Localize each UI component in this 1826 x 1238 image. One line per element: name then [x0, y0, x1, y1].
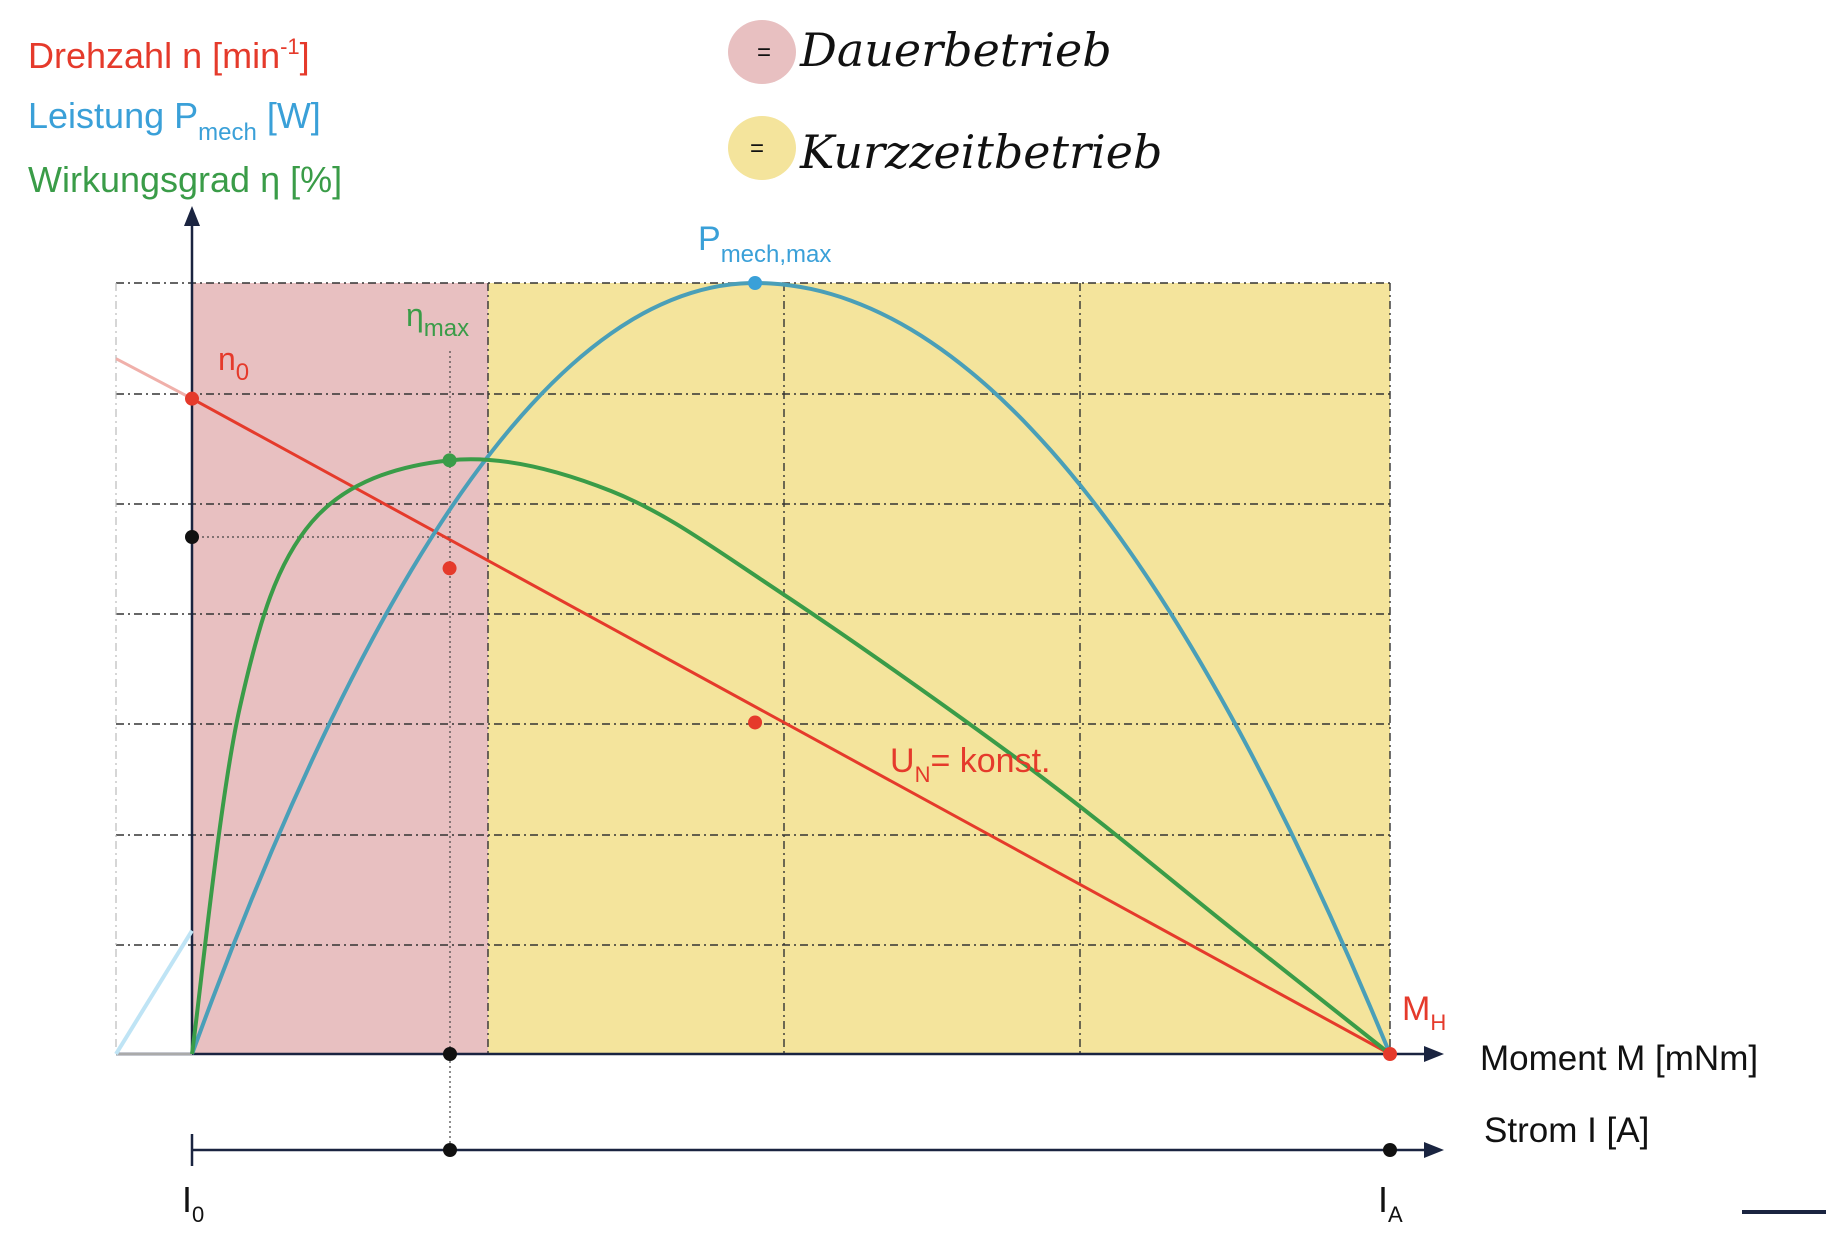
eta-max-label: ηmax: [406, 297, 469, 342]
eta-max-current-marker: [443, 1143, 457, 1157]
axes: [116, 206, 1444, 1166]
wirkungsgrad-curve: [190, 457, 1392, 1056]
axis-markers: [185, 530, 1397, 1157]
eta-max-moment-marker: [443, 1047, 457, 1061]
kurzzeitbetrieb-label: Kurzzeitbetrieb: [799, 125, 1162, 179]
n0-point: [185, 391, 199, 406]
mh-label: MH: [1402, 990, 1446, 1035]
leistung-label: Leistung Pmech [W]: [28, 95, 321, 146]
guide-lines: [192, 351, 451, 1150]
n-at-pmech-max-point: [748, 715, 763, 730]
un-label: UN= konst.: [890, 742, 1050, 787]
curves: [114, 280, 1392, 1056]
pmech-max-point: [748, 276, 763, 290]
kurzzeitbetrieb-region: [488, 283, 1390, 1054]
leistung-curve: [190, 280, 1392, 1055]
i0-label: I0: [182, 1179, 204, 1227]
drehzahl-label: Drehzahl n [min-1]: [28, 34, 310, 76]
dauerbetrieb-symbol: =: [757, 39, 771, 66]
pmech-max-label: Pmech,max: [698, 220, 831, 268]
dauerbetrieb-label: Dauerbetrieb: [799, 23, 1112, 77]
moment-axis-arrow: [1424, 1046, 1444, 1062]
drehzahl-line: [191, 397, 1391, 1056]
strom-axis-arrow: [1424, 1142, 1444, 1158]
y-axis-arrow: [184, 206, 200, 226]
marked-points: [185, 276, 1397, 1061]
region-legend: = Dauerbetrieb = Kurzzeitbetrieb: [728, 20, 1162, 180]
drehzahl-series: [115, 357, 1391, 1056]
drehzahl-extension-line: [115, 357, 193, 400]
dauerbetrieb-swatch: [728, 20, 796, 84]
eta-max-speed-marker: [185, 530, 199, 544]
eta-max-point: [442, 453, 457, 468]
ia-current-marker: [1383, 1143, 1397, 1157]
wirkungsgrad-series: [190, 457, 1392, 1056]
n-at-eta-max-point: [442, 561, 457, 576]
leistung-series: [114, 280, 1392, 1056]
strom-axis-label: Strom I [A]: [1484, 1111, 1649, 1150]
kurzzeitbetrieb-symbol: =: [750, 135, 764, 162]
kurzzeitbetrieb-swatch: [728, 116, 796, 180]
wirkungsgrad-label: Wirkungsgrad η [%]: [28, 159, 342, 200]
leistung-extension-line: [114, 929, 194, 1056]
ia-label: IA: [1378, 1179, 1403, 1227]
moment-axis-label: Moment M [mNm]: [1480, 1039, 1758, 1078]
mh-point: [1383, 1047, 1397, 1061]
n0-label: n0: [218, 341, 249, 386]
